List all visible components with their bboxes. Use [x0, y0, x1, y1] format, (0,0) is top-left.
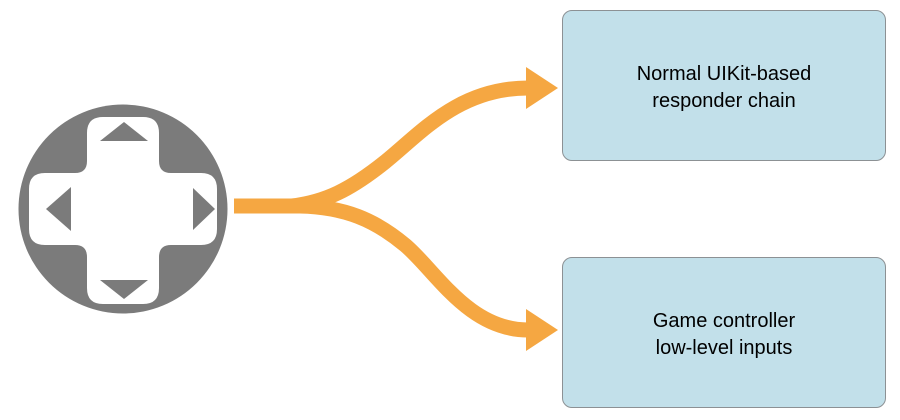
dpad-up-arrow-icon	[100, 122, 148, 141]
dpad-left-arrow-icon	[46, 187, 71, 231]
arrow-to-responder-chain	[291, 80, 529, 214]
node-low-level-inputs: Game controller low-level inputs	[562, 257, 886, 408]
dpad-icon	[18, 104, 228, 314]
dpad-down-arrow-icon	[100, 280, 148, 299]
arrow-to-low-level-inputs	[234, 198, 529, 338]
arrowhead-bottom-icon	[526, 309, 558, 351]
fork-arrows	[234, 67, 558, 351]
node-responder-chain-line1: Normal UIKit-based	[636, 62, 812, 85]
dpad-cross	[29, 117, 217, 304]
arrowhead-top-icon	[526, 67, 558, 109]
node-responder-chain-line2: responder chain	[652, 89, 796, 112]
dpad-right-arrow-icon	[193, 188, 215, 230]
node-responder-chain: Normal UIKit-based responder chain	[562, 10, 886, 161]
node-low-level-inputs-line2: low-level inputs	[655, 336, 793, 359]
node-low-level-inputs-line1: Game controller	[652, 309, 796, 332]
